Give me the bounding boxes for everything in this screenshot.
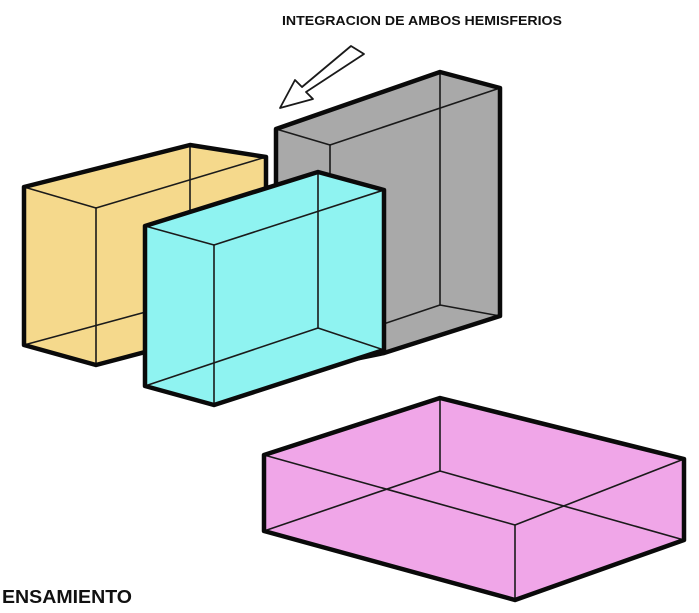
arrow-down-left-icon: [279, 45, 365, 109]
cyan-box: [142, 169, 387, 408]
thinking-label: ENSAMIENTO: [2, 587, 132, 607]
pink-box: [261, 395, 687, 603]
integration-label: INTEGRACION DE AMBOS HEMISFERIOS: [282, 13, 562, 28]
